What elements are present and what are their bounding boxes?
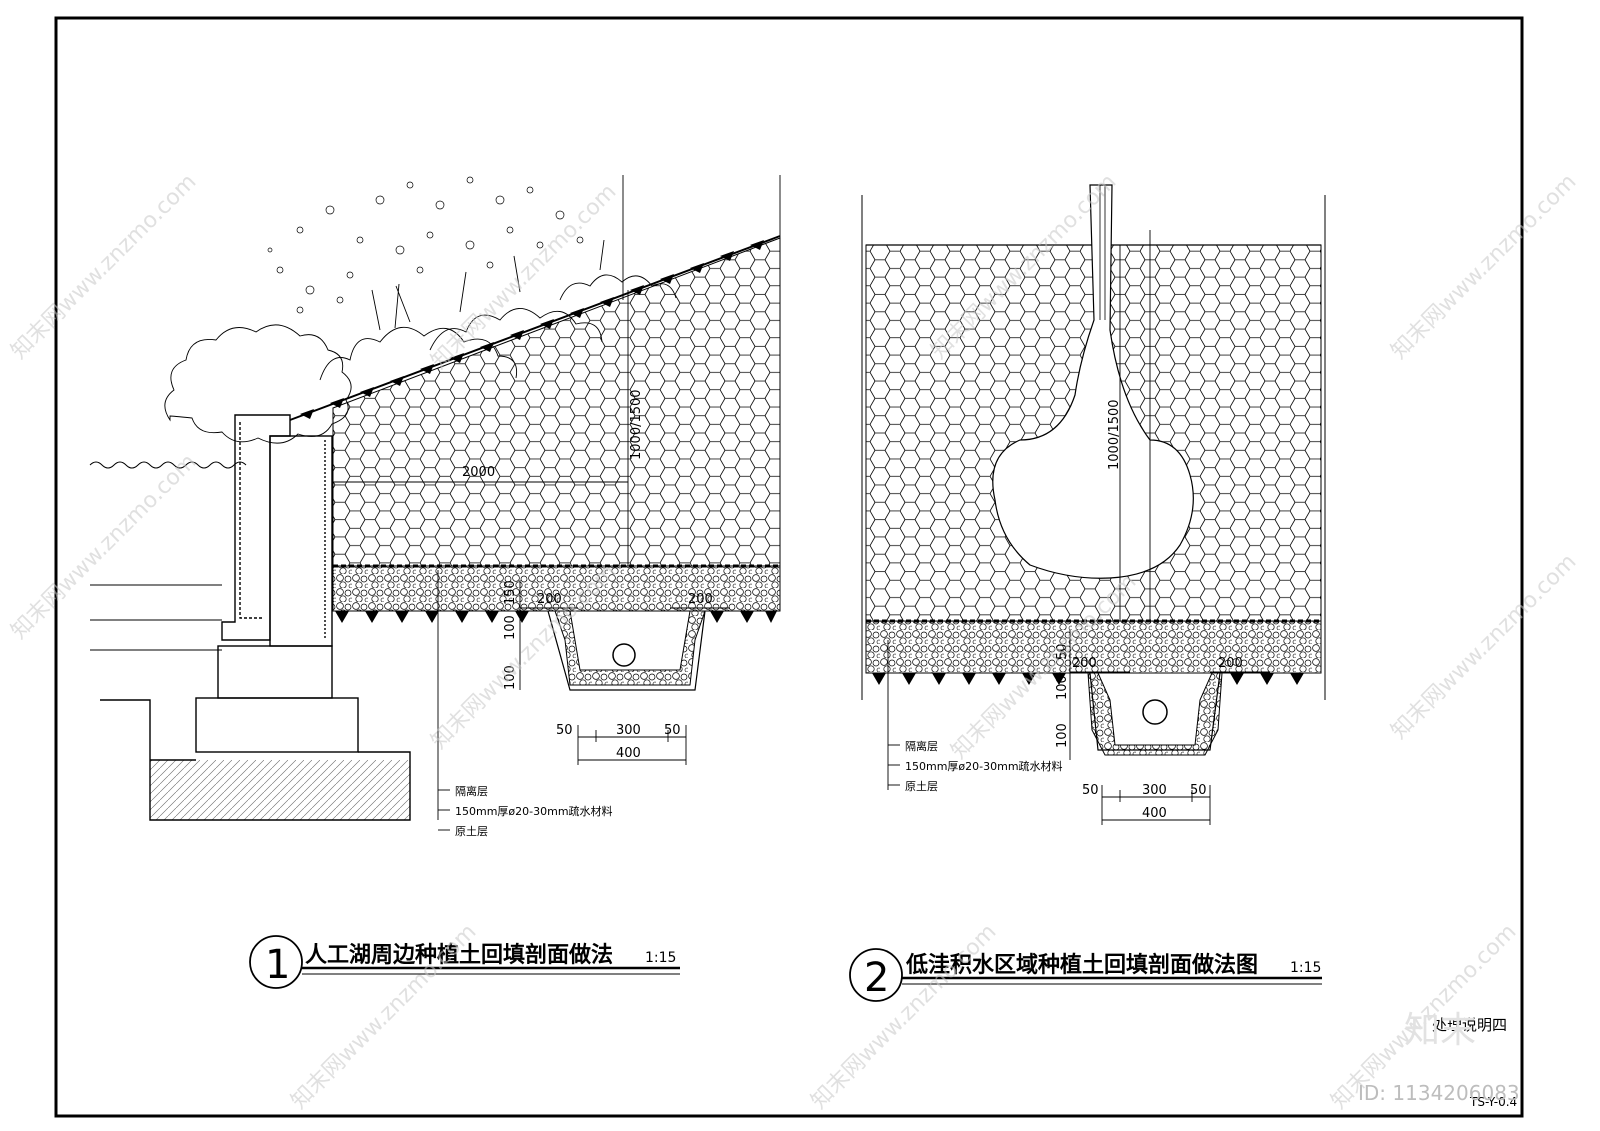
detail-number-1: 1 (265, 942, 290, 988)
note-2-1: 隔离层 (905, 739, 938, 753)
drainage-layer-1 (332, 565, 781, 612)
dim-100b-2: 100 (1055, 723, 1070, 748)
dim-2000: 2000 (462, 465, 495, 480)
watermark-text: 知末网www.znzmo.com (7, 449, 202, 644)
note-1-1: 隔离层 (455, 784, 488, 798)
drain-pipe-2 (1142, 699, 1168, 725)
dim-300-2: 300 (1142, 783, 1167, 798)
section-drawing-2: 1000/1500 50 100 100 200 200 50 300 50 4… (849, 184, 1326, 1002)
drainage-layer-2 (865, 620, 1322, 674)
dim-50a-2: 50 (1082, 783, 1099, 798)
watermark-text: 知末网www.znzmo.com (1387, 549, 1582, 744)
dim-200a-1: 200 (537, 592, 562, 607)
planting-soil-fill-1 (332, 237, 781, 567)
id-watermark: ID: 1134206083 (1358, 1081, 1520, 1105)
dim-300-1: 300 (616, 723, 641, 738)
detail-marker-2 (849, 948, 903, 1002)
watermark-text: 知末网www.znzmo.com (1387, 169, 1582, 364)
dim-150-1: 150 (503, 580, 518, 605)
dim-200b-1: 200 (688, 592, 713, 607)
dim-50-2: 50 (1055, 643, 1070, 660)
dim-400-2: 400 (1142, 806, 1167, 821)
watermark-text: 知末网www.znzmo.com (807, 919, 1002, 1114)
dim-50a-1: 50 (556, 723, 573, 738)
dimensions-1 (333, 175, 781, 831)
root-ball-2 (992, 184, 1194, 579)
base-teeth-1 (335, 611, 777, 623)
drain-pipe-1 (612, 643, 636, 667)
drain-trench-1 (545, 610, 706, 686)
detail-marker-1 (249, 935, 303, 989)
drawing-scale-1: 1:15 (645, 950, 676, 966)
dimensions-2 (887, 230, 1270, 825)
note-2-2: 150mm厚ø20-30mm疏水材料 (905, 759, 1063, 773)
dim-400-1: 400 (616, 746, 641, 761)
earth-hatch-1 (150, 760, 410, 820)
drawing-title-2: 低洼积水区域种植土回填剖面做法图 (905, 952, 1258, 978)
dim-depth-1: 1000/1500 (629, 389, 644, 460)
slope-teeth-1 (300, 240, 764, 419)
drain-trench-2 (1087, 672, 1223, 756)
note-1-2: 150mm厚ø20-30mm疏水材料 (455, 804, 613, 818)
sheet-note-label: 处理说明四 (1432, 1016, 1507, 1034)
watermark-layer: 知末网www.znzmo.com 知末网www.znzmo.com 知末网www… (7, 169, 1582, 1114)
drawing-title-1: 人工湖周边种植土回填剖面做法 (305, 942, 613, 968)
dim-50b-2: 50 (1190, 783, 1207, 798)
note-1-3: 原土层 (455, 825, 488, 838)
detail-number-2: 2 (864, 955, 889, 1001)
scatter-dots-1 (267, 176, 584, 314)
drawing-scale-2: 1:15 (1290, 960, 1321, 976)
dim-50b-1: 50 (664, 723, 681, 738)
lake-water-1 (89, 461, 247, 651)
dim-100a-1: 100 (503, 615, 518, 640)
dim-200b-2: 200 (1218, 656, 1243, 671)
dim-100a-2: 100 (1055, 675, 1070, 700)
planting-shrubs-1 (164, 239, 677, 444)
dim-200a-2: 200 (1072, 656, 1097, 671)
base-teeth-2 (872, 673, 1304, 685)
brand-watermark: 知末 (1404, 1010, 1476, 1051)
outer-frame (54, 16, 1524, 1118)
section-drawing-1: 2000 1000/1500 150 100 100 200 200 50 30… (89, 175, 781, 989)
dim-100b-1: 100 (503, 665, 518, 690)
watermark-text: 知末网www.znzmo.com (7, 169, 202, 364)
note-2-3: 原土层 (905, 780, 938, 793)
sheet-number: TS-Y-0.4 (1469, 1095, 1517, 1109)
dim-depth-2: 1000/1500 (1107, 399, 1122, 470)
